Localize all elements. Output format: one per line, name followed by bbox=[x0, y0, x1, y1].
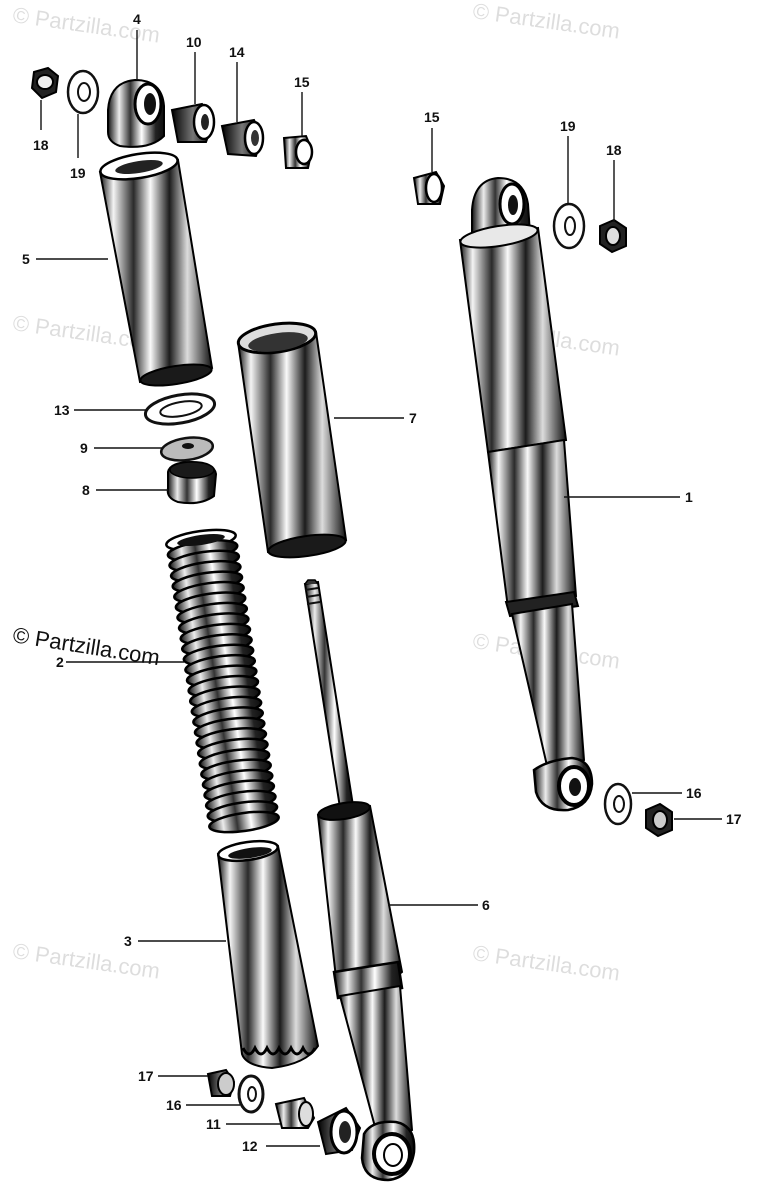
part-1-shock-assembly bbox=[458, 176, 594, 812]
callout-9: 9 bbox=[80, 440, 88, 456]
part-6-damper bbox=[303, 579, 416, 1182]
callout-15: 15 bbox=[294, 74, 310, 90]
part-10-bushing bbox=[170, 102, 216, 143]
part-11-pin bbox=[274, 1096, 316, 1129]
part-8-stopper bbox=[166, 460, 218, 505]
part-15-spacer-left bbox=[282, 134, 314, 169]
callout-19: 19 bbox=[70, 165, 86, 181]
part-4-upper-eye bbox=[107, 78, 165, 148]
callout-8: 8 bbox=[82, 482, 90, 498]
callout-17: 17 bbox=[726, 811, 742, 827]
callout-labels: 18 19 4 10 14 15 15 19 18 5 13 9 8 7 1 2… bbox=[22, 11, 742, 1154]
part-7-lower-cover bbox=[236, 321, 348, 559]
spring-coil bbox=[208, 810, 280, 834]
part-2-spring bbox=[165, 528, 280, 834]
callout-2: 2 bbox=[56, 654, 64, 670]
callout-14: 14 bbox=[229, 44, 245, 60]
part-15-spacer-right bbox=[412, 170, 446, 205]
part-14-collar bbox=[220, 118, 265, 158]
callout-12: 12 bbox=[242, 1138, 258, 1154]
callout-16: 16 bbox=[686, 785, 702, 801]
part-16-washer-right bbox=[603, 782, 633, 826]
part-9-seat bbox=[159, 436, 215, 462]
watermark: © Partzilla.com bbox=[471, 940, 621, 985]
callout-18: 18 bbox=[33, 137, 49, 153]
watermark: © Partzilla.com bbox=[11, 938, 161, 983]
part-17-nut-right bbox=[645, 802, 673, 838]
callout-16: 16 bbox=[166, 1097, 182, 1113]
callout-13: 13 bbox=[54, 402, 70, 418]
callout-7: 7 bbox=[409, 410, 417, 426]
part-5-upper-cover bbox=[98, 151, 214, 387]
callout-5: 5 bbox=[22, 251, 30, 267]
part-13-washer bbox=[143, 392, 217, 426]
callout-11: 11 bbox=[206, 1116, 221, 1132]
callout-19: 19 bbox=[560, 118, 576, 134]
part-18-nut-left bbox=[30, 66, 60, 100]
part-17-nut-lower bbox=[206, 1068, 236, 1097]
callout-1: 1 bbox=[685, 489, 693, 505]
callout-15: 15 bbox=[424, 109, 440, 125]
part-19-washer-right bbox=[552, 202, 586, 250]
callout-6: 6 bbox=[482, 897, 490, 913]
leader-lines bbox=[36, 30, 722, 1147]
part-3-spring-guide bbox=[216, 839, 320, 1070]
watermark: © Partzilla.com bbox=[11, 622, 161, 670]
part-16-washer-lower bbox=[237, 1074, 265, 1114]
callout-3: 3 bbox=[124, 933, 132, 949]
part-18-nut-right bbox=[599, 218, 627, 254]
part-12-bushing bbox=[316, 1106, 362, 1156]
callout-18: 18 bbox=[606, 142, 622, 158]
spring-top-opening bbox=[177, 534, 225, 546]
callout-4: 4 bbox=[133, 11, 141, 27]
watermark: © Partzilla.com bbox=[471, 0, 621, 44]
part-19-washer-left bbox=[66, 69, 100, 115]
callout-10: 10 bbox=[186, 34, 202, 50]
callout-17: 17 bbox=[138, 1068, 154, 1084]
